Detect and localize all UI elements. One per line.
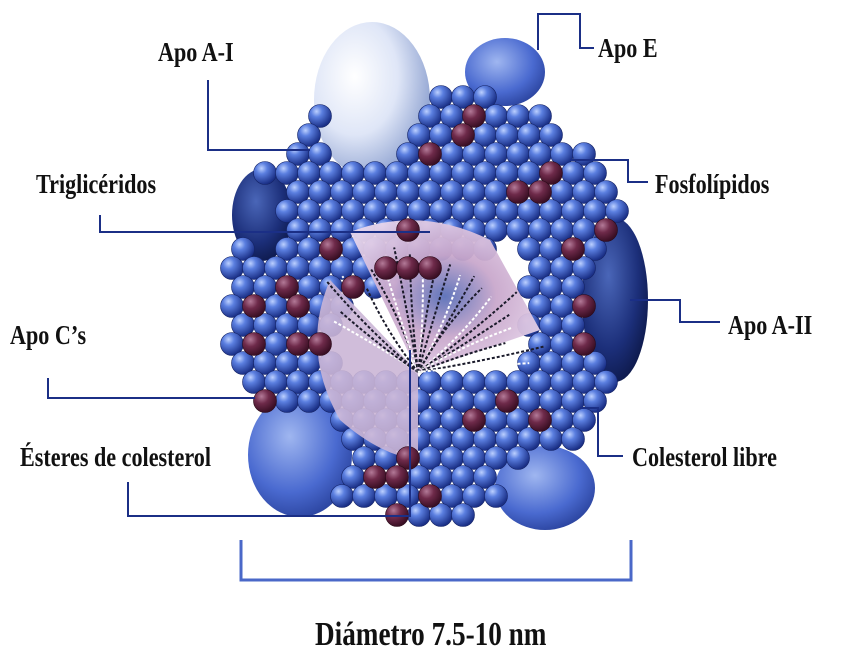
free-cholesterol-sphere	[397, 219, 420, 242]
leader-apo-e	[538, 14, 594, 50]
label-colesterol-libre: Colesterol libre	[632, 444, 777, 471]
diameter-bracket	[241, 540, 631, 580]
free-cholesterol-sphere	[496, 390, 519, 413]
label-apo-a1: Apo A-I	[158, 39, 234, 66]
free-cholesterol-sphere	[463, 409, 486, 432]
free-cholesterol-sphere	[419, 485, 442, 508]
free-cholesterol-sphere	[529, 181, 552, 204]
free-cholesterol-sphere	[573, 333, 596, 356]
free-cholesterol-sphere	[364, 466, 387, 489]
phospholipid-head-sphere	[254, 162, 277, 185]
phospholipid-head-sphere	[452, 504, 475, 527]
free-cholesterol-sphere	[309, 333, 332, 356]
free-cholesterol-sphere	[419, 257, 442, 280]
diameter-caption: Diámetro 7.5-10 nm	[315, 618, 546, 652]
label-fosfolipidos: Fosfolípidos	[655, 171, 769, 198]
free-cholesterol-sphere	[287, 333, 310, 356]
label-trigliceridos: Triglicéridos	[36, 171, 156, 198]
free-cholesterol-sphere	[320, 238, 343, 261]
free-cholesterol-sphere	[419, 143, 442, 166]
free-cholesterol-sphere	[507, 181, 530, 204]
free-cholesterol-sphere	[386, 466, 409, 489]
phospholipid-head-sphere	[562, 428, 585, 451]
free-cholesterol-sphere	[243, 295, 266, 318]
leader-apo-a1	[208, 80, 310, 150]
free-cholesterol-sphere	[397, 257, 420, 280]
free-cholesterol-sphere	[254, 390, 277, 413]
label-apo-a2: Apo A-II	[728, 312, 812, 339]
phospholipid-head-sphere	[331, 485, 354, 508]
free-cholesterol-sphere	[529, 409, 552, 432]
phospholipid-head-sphere	[276, 390, 299, 413]
free-cholesterol-sphere	[573, 295, 596, 318]
label-apo-e: Apo E	[598, 35, 658, 62]
free-cholesterol-sphere	[452, 124, 475, 147]
free-cholesterol-sphere	[595, 219, 618, 242]
label-esteres-colesterol: Ésteres de colesterol	[20, 444, 211, 471]
free-cholesterol-sphere	[243, 333, 266, 356]
phospholipid-head-sphere	[298, 390, 321, 413]
free-cholesterol-sphere	[287, 295, 310, 318]
phospholipid-head-sphere	[507, 447, 530, 470]
free-cholesterol-sphere	[375, 257, 398, 280]
free-cholesterol-sphere	[562, 238, 585, 261]
label-apo-cs: Apo C’s	[10, 322, 86, 349]
leader-apo-cs	[48, 378, 255, 398]
phospholipid-head-sphere	[485, 485, 508, 508]
free-cholesterol-sphere	[342, 276, 365, 299]
